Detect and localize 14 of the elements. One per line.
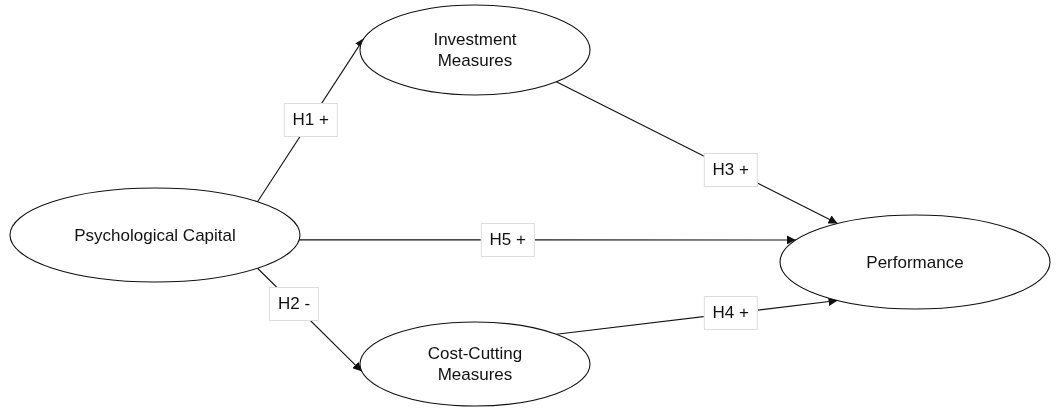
edge-label: H3 + [703, 152, 758, 187]
arrow [298, 235, 797, 245]
ellipse-node [359, 4, 591, 96]
node-label: Cost-Cutting Measures [426, 343, 524, 385]
edge-label: H5 + [480, 222, 535, 257]
edge-label: H2 - [268, 287, 320, 322]
ellipse-node [779, 214, 1051, 310]
ellipse-node [9, 187, 301, 283]
edge-label: H1 + [283, 103, 338, 138]
node-label: Performance [866, 251, 964, 273]
node-label: Investment Measures [432, 29, 518, 71]
ellipse-node [359, 321, 591, 407]
node-label: Psychological Capital [74, 224, 236, 246]
edge-label: H4 + [703, 296, 758, 331]
